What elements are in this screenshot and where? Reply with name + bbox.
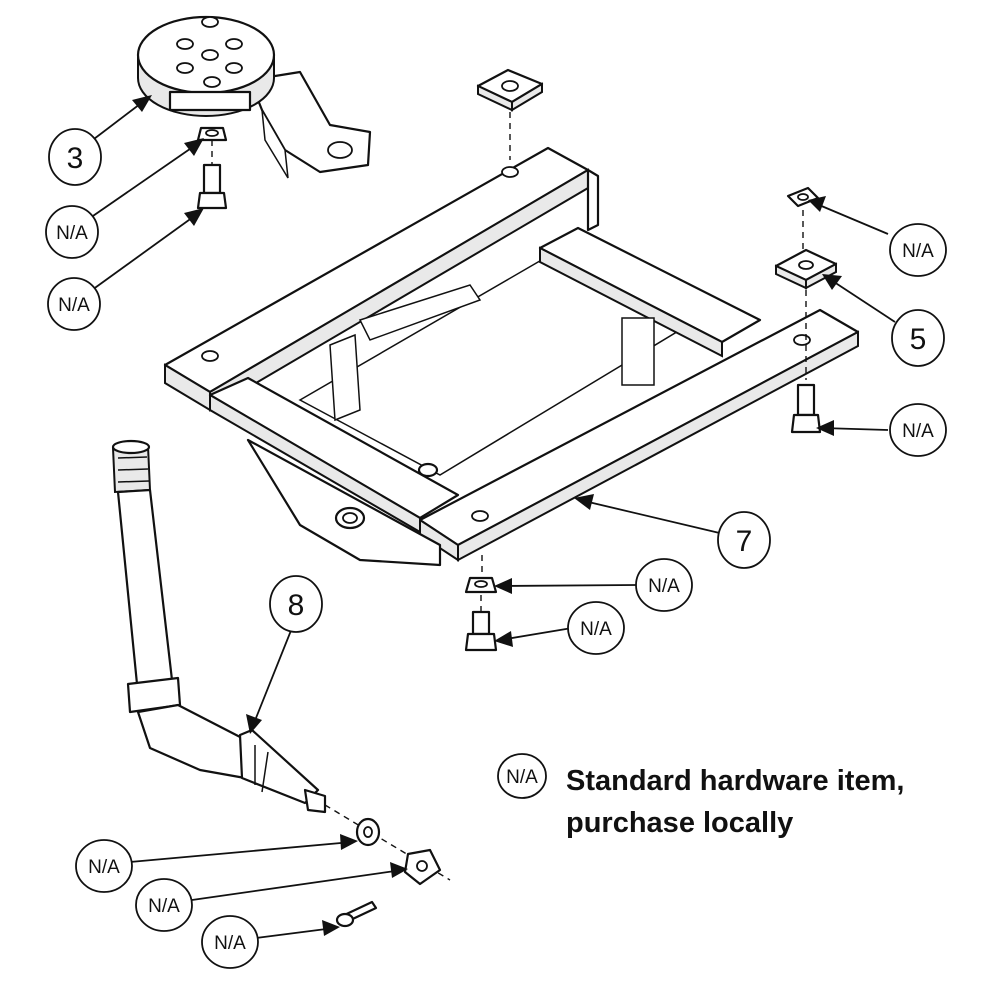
callout-7-label: 7 — [736, 525, 753, 558]
na-callout-bottom-bolt: N/A — [567, 601, 625, 655]
na-callout-left-2: N/A — [47, 277, 101, 331]
na-label: N/A — [214, 933, 246, 954]
na-label: N/A — [902, 241, 934, 262]
na-callout-left-1: N/A — [45, 205, 99, 259]
na-label: N/A — [648, 576, 680, 597]
na-callout-right-nut: N/A — [889, 223, 947, 277]
callout-7: 7 — [717, 511, 771, 569]
legend: N/A Standard hardware item, purchase loc… — [497, 753, 904, 839]
callout-5: 5 — [891, 309, 945, 367]
na-callout-cotter-pin: N/A — [201, 915, 259, 969]
part-7-main-frame — [163, 146, 860, 567]
na-callout-washer: N/A — [75, 839, 133, 893]
na-label: N/A — [902, 421, 934, 442]
na-label: N/A — [58, 295, 90, 316]
na-callout-bottom-nut: N/A — [635, 558, 693, 612]
callout-8-label: 8 — [288, 589, 305, 622]
legend-symbol: N/A — [506, 767, 538, 788]
legend-line-2: purchase locally — [566, 807, 793, 839]
legend-line-1: Standard hardware item, — [566, 765, 904, 797]
na-label: N/A — [148, 896, 180, 917]
callout-3: 3 — [48, 128, 102, 186]
square-washer-top — [476, 68, 544, 160]
right-hardware-stack — [774, 186, 838, 434]
callout-8: 8 — [269, 575, 323, 633]
part-8-spindle — [111, 439, 451, 928]
bottom-hardware-stack — [464, 555, 498, 652]
na-label: N/A — [56, 223, 88, 244]
leader-lines — [89, 95, 896, 939]
na-callout-right-bolt: N/A — [889, 403, 947, 457]
callout-3-label: 3 — [67, 142, 84, 175]
part-3-swivel-bracket — [136, 15, 372, 210]
callout-5-label: 5 — [910, 323, 927, 356]
na-callout-castle-nut: N/A — [135, 878, 193, 932]
na-label: N/A — [88, 857, 120, 878]
na-label: N/A — [580, 619, 612, 640]
